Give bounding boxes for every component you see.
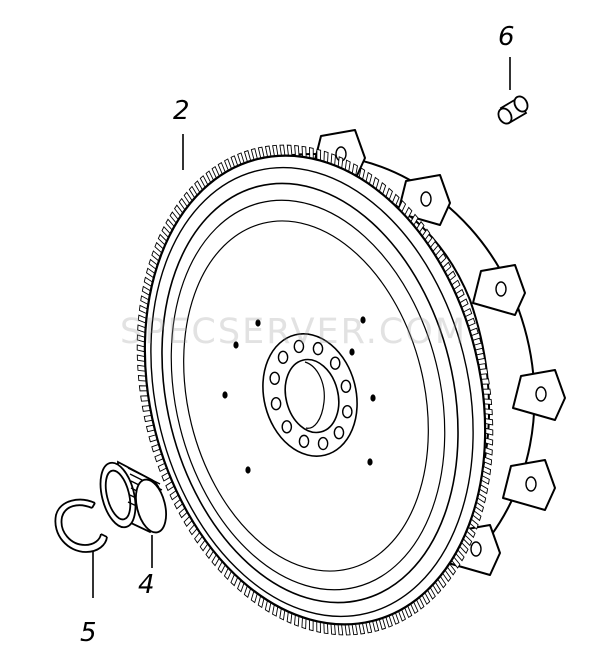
gear-tooth xyxy=(365,621,373,634)
callout-part-5: 5 xyxy=(80,618,97,648)
hub-bolt-hole xyxy=(341,405,353,419)
hub-bolt-hole xyxy=(293,339,305,354)
hub-bolt-hole xyxy=(269,371,281,385)
face-hole xyxy=(367,458,373,466)
hub-bolt-hole xyxy=(312,341,324,356)
face-hole xyxy=(360,316,366,324)
bushing-part-4 xyxy=(99,460,167,534)
hub-bolt-holes xyxy=(269,339,353,451)
gear-tooth xyxy=(337,623,344,636)
face-holes xyxy=(222,316,376,474)
hub-bolt-hole xyxy=(333,425,345,440)
bracket-hole xyxy=(470,541,482,557)
face-hole xyxy=(370,394,376,402)
callout-part-4: 4 xyxy=(138,570,155,600)
face-hole xyxy=(233,341,239,349)
hub-bolt-hole xyxy=(340,379,352,393)
callout-part-2: 2 xyxy=(173,96,190,126)
gear-tooth xyxy=(279,144,286,157)
face-hole xyxy=(349,348,355,356)
gear-tooth xyxy=(294,145,300,157)
gear-tooth xyxy=(257,146,265,159)
gear-tooth xyxy=(330,623,336,635)
gear-tooth xyxy=(351,623,358,636)
gear-tooth xyxy=(344,623,351,636)
gear-tooth xyxy=(286,144,293,157)
hub-bolt-hole xyxy=(317,436,329,451)
face-hole xyxy=(245,466,251,474)
gear-tooth xyxy=(358,622,366,635)
face-hole xyxy=(222,391,228,399)
leader-lines xyxy=(92,57,511,598)
gear-tooth xyxy=(264,145,272,158)
bracket-hole xyxy=(420,191,432,207)
gear-tooth xyxy=(136,344,146,353)
flywheel-face xyxy=(161,182,459,604)
pin-part-6 xyxy=(497,95,529,125)
face-hole xyxy=(255,319,261,327)
hub-bolt-hole xyxy=(281,420,293,434)
bracket-hole xyxy=(535,386,547,402)
callout-part-6: 6 xyxy=(498,22,515,52)
gear-tooth xyxy=(272,144,279,157)
bracket-hole xyxy=(525,476,537,492)
bracket-hole xyxy=(495,281,507,297)
hub-bolt-hole xyxy=(270,397,282,411)
ring-gear-inner-rim xyxy=(150,166,474,618)
gear-tooth xyxy=(484,427,494,436)
hub-bolt-hole xyxy=(277,350,289,365)
snap-ring-part-5 xyxy=(54,498,108,553)
hub-bolt-hole xyxy=(298,434,310,449)
hub-bolt-hole xyxy=(329,356,341,370)
